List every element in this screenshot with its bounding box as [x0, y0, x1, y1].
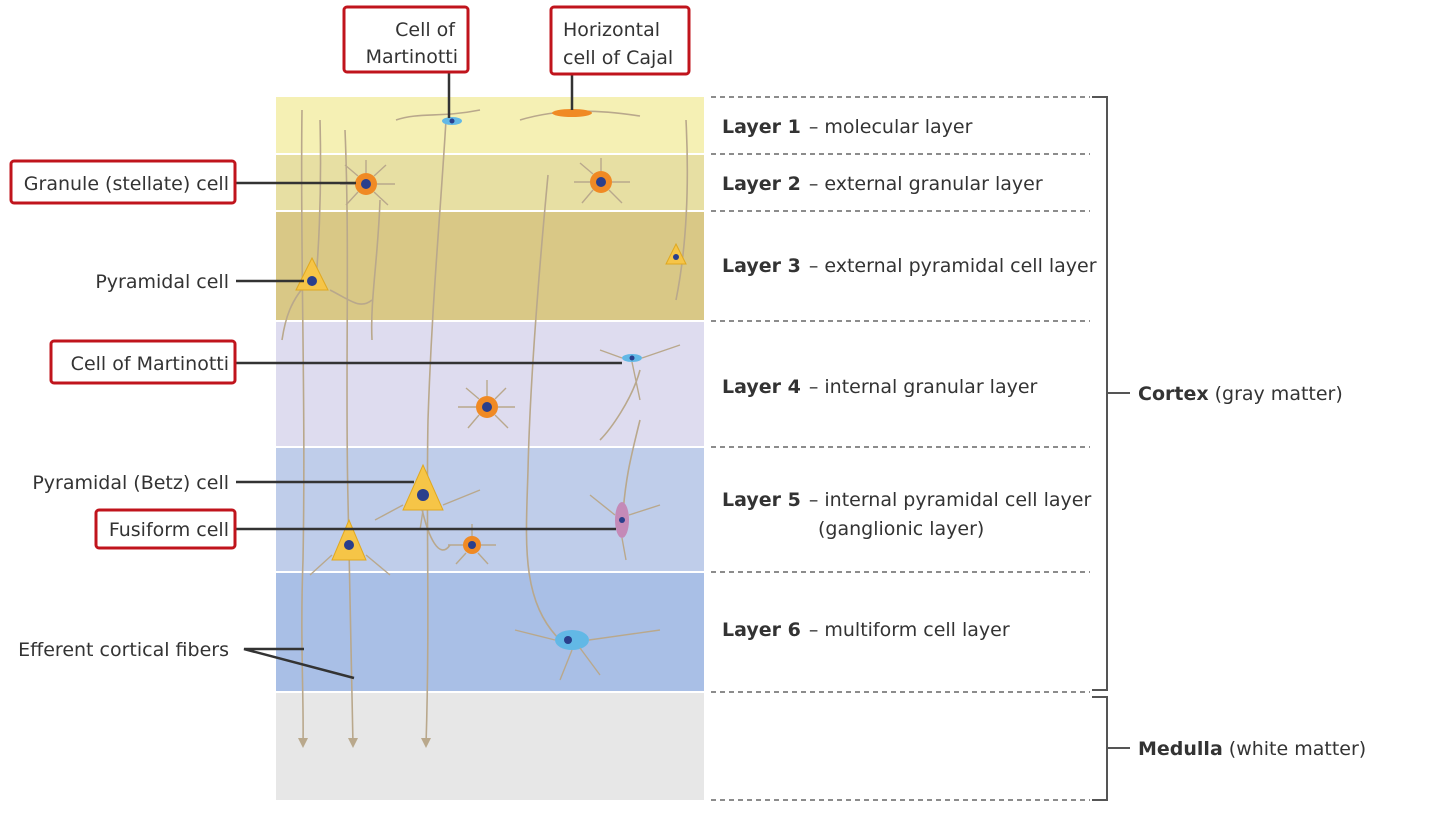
martinotti-top-label-2: Martinotti: [366, 46, 458, 68]
cortex-bracket: [1092, 96, 1108, 691]
martinotti-box: [49, 339, 237, 385]
leader-lines: [236, 72, 622, 680]
cortex-label: Cortex(gray matter): [1138, 383, 1343, 405]
martinotti-label: Cell of Martinotti: [71, 353, 229, 375]
betz-label: Pyramidal (Betz) cell: [32, 472, 229, 494]
fusiform-box: [94, 508, 237, 550]
layer-1-label: Layer 1– molecular layer: [722, 116, 973, 138]
granule-cell-3-icon: [458, 380, 515, 429]
granule-box: [9, 159, 237, 205]
cajal-label-2: cell of Cajal: [563, 47, 673, 69]
martinotti-top-cell-icon: [442, 117, 462, 125]
pyramidal-label: Pyramidal cell: [95, 271, 229, 293]
betz-cell-icon: [374, 463, 481, 531]
layer-5-label-line2: (ganglionic layer): [818, 518, 984, 540]
layer-6-band: [276, 573, 704, 691]
brackets: [1092, 96, 1130, 801]
arrowhead-3: [421, 738, 431, 748]
layer-2-label: Layer 2– external granular layer: [722, 173, 1043, 195]
pyramidal-cell-3-icon: [309, 518, 391, 576]
fusiform-label: Fusiform cell: [109, 519, 229, 541]
layer-3-band: [276, 212, 704, 320]
granule-cell-icon: [340, 160, 395, 206]
cells: [295, 109, 687, 681]
cajal-label-1: Horizontal: [563, 19, 660, 41]
layer-separators: [711, 96, 1090, 801]
highlight-boxes: [9, 5, 691, 550]
granule-label: Granule (stellate) cell: [24, 173, 229, 195]
cell-labels: Cell of Martinotti Horizontal cell of Ca…: [18, 19, 673, 661]
layer-labels: Layer 1– molecular layer Layer 2– extern…: [722, 116, 1097, 641]
multiform-cell-icon: [514, 629, 661, 681]
layer-4-label: Layer 4– internal granular layer: [722, 376, 1038, 398]
martinotti-cell-icon: [599, 344, 681, 401]
layer-4-band: [276, 322, 704, 446]
arrowhead-2: [348, 738, 358, 748]
martinotti-top-label-1: Cell of: [395, 19, 456, 41]
layer-6-label: Layer 6– multiform cell layer: [722, 619, 1010, 641]
fusiform-cell-icon: [589, 494, 661, 561]
pyramidal-cell-2-icon: [665, 242, 687, 265]
layer-3-label: Layer 3– external pyramidal cell layer: [722, 255, 1097, 277]
granule-cell-2-icon: [574, 158, 630, 204]
martinotti-top-box: [342, 5, 470, 74]
medulla-bracket: [1092, 696, 1108, 801]
fibers: [281, 109, 689, 746]
arrowhead-1: [298, 738, 308, 748]
fiber-arrowheads: [298, 738, 431, 748]
efferent-label: Efferent cortical fibers: [18, 639, 229, 661]
medulla-label: Medulla(white matter): [1138, 738, 1366, 760]
horizontal-cajal-cell-icon: [552, 109, 592, 117]
layer-1-band: [276, 97, 704, 153]
layer-5-label: Layer 5– internal pyramidal cell layer: [722, 489, 1091, 511]
medulla-band: [276, 693, 704, 800]
cajal-box: [549, 5, 691, 76]
layer-bands: [276, 97, 704, 800]
